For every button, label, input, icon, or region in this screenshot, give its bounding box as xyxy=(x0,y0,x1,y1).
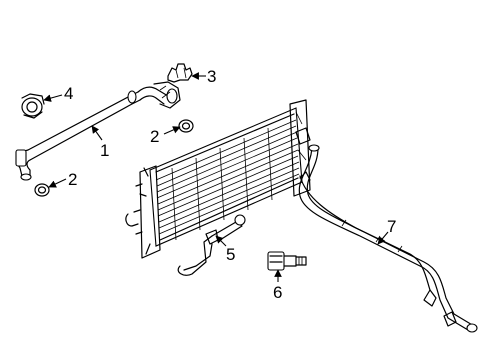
o-ring-upper xyxy=(178,119,194,133)
callout-5: 5 xyxy=(215,235,235,264)
callout-number: 4 xyxy=(64,84,73,103)
callout-number: 7 xyxy=(387,217,396,236)
clamp-part-4 xyxy=(21,93,45,119)
hose-part-1 xyxy=(15,81,181,181)
clip-part-3 xyxy=(167,63,193,83)
callout-7: 7 xyxy=(377,217,396,245)
callout-number: 6 xyxy=(273,283,282,302)
callout-number: 3 xyxy=(207,67,216,86)
hose-part-5 xyxy=(177,214,246,276)
callout-1: 1 xyxy=(91,125,109,160)
radiator-assembly xyxy=(125,99,311,259)
o-ring-lower xyxy=(34,183,50,197)
cooler-lines-part-7 xyxy=(298,144,478,333)
callout-2-lower: 2 xyxy=(48,170,77,189)
callout-number: 1 xyxy=(100,141,109,160)
callout-number: 5 xyxy=(226,245,235,264)
callout-3: 3 xyxy=(191,67,216,86)
callout-number: 2 xyxy=(150,127,159,146)
callout-6: 6 xyxy=(273,269,282,302)
callout-2-upper: 2 xyxy=(150,126,181,146)
callout-number: 2 xyxy=(68,170,77,189)
sensor-part-6 xyxy=(267,251,307,271)
callout-4: 4 xyxy=(43,84,73,103)
